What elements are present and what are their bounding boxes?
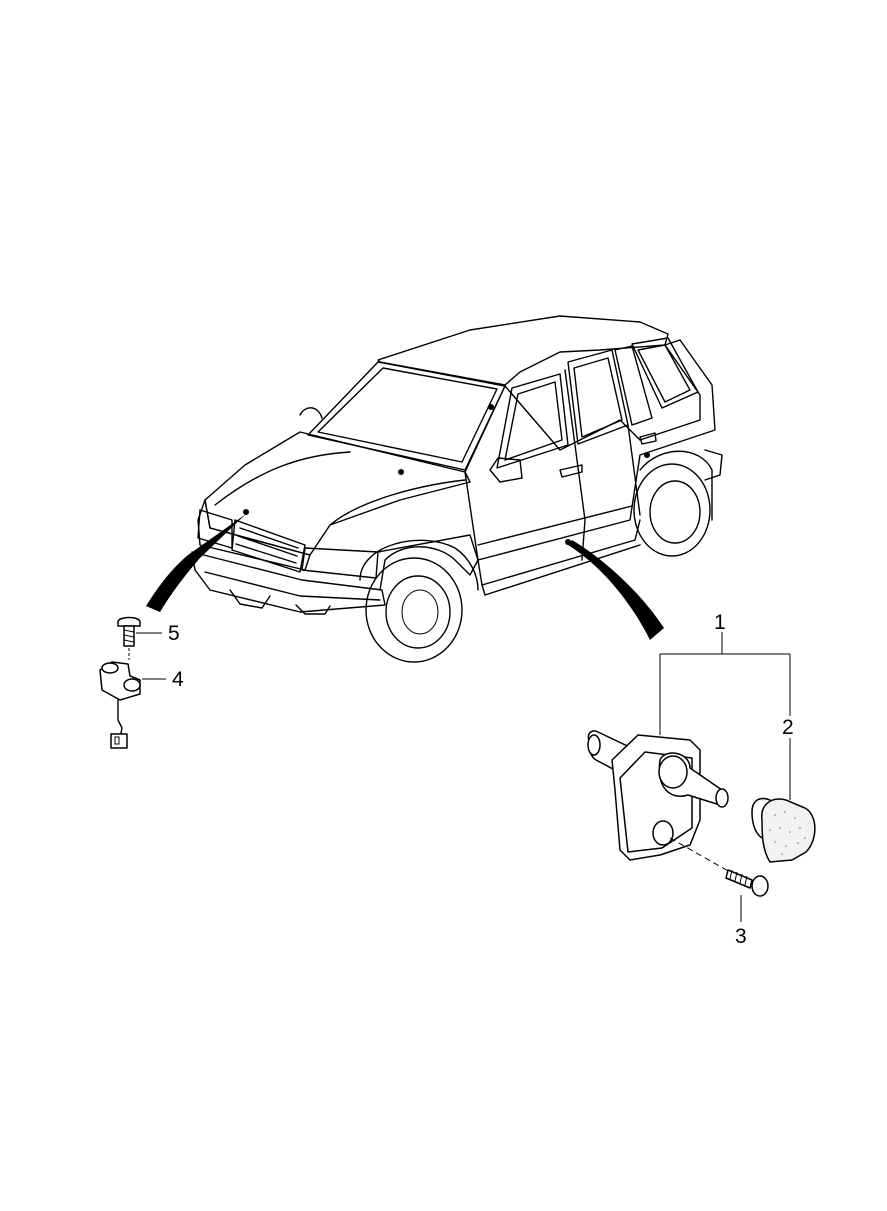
callout-1: 1 xyxy=(714,611,726,634)
suv-illustration xyxy=(191,315,723,663)
callout-4: 4 xyxy=(172,668,184,691)
callout-3: 3 xyxy=(735,925,747,948)
bracket-lines-1 xyxy=(659,632,791,735)
bolt-part-5 xyxy=(117,616,141,660)
callout-2: 2 xyxy=(782,716,794,739)
callout-5: 5 xyxy=(168,622,180,645)
door-switch-part-1 xyxy=(587,730,729,861)
pointer-arrow-right xyxy=(568,540,664,640)
dust-cap-part-2 xyxy=(751,797,816,863)
switch-part-4 xyxy=(99,661,141,749)
screw-part-3 xyxy=(669,837,769,922)
pointer-arrow-left xyxy=(146,514,246,612)
